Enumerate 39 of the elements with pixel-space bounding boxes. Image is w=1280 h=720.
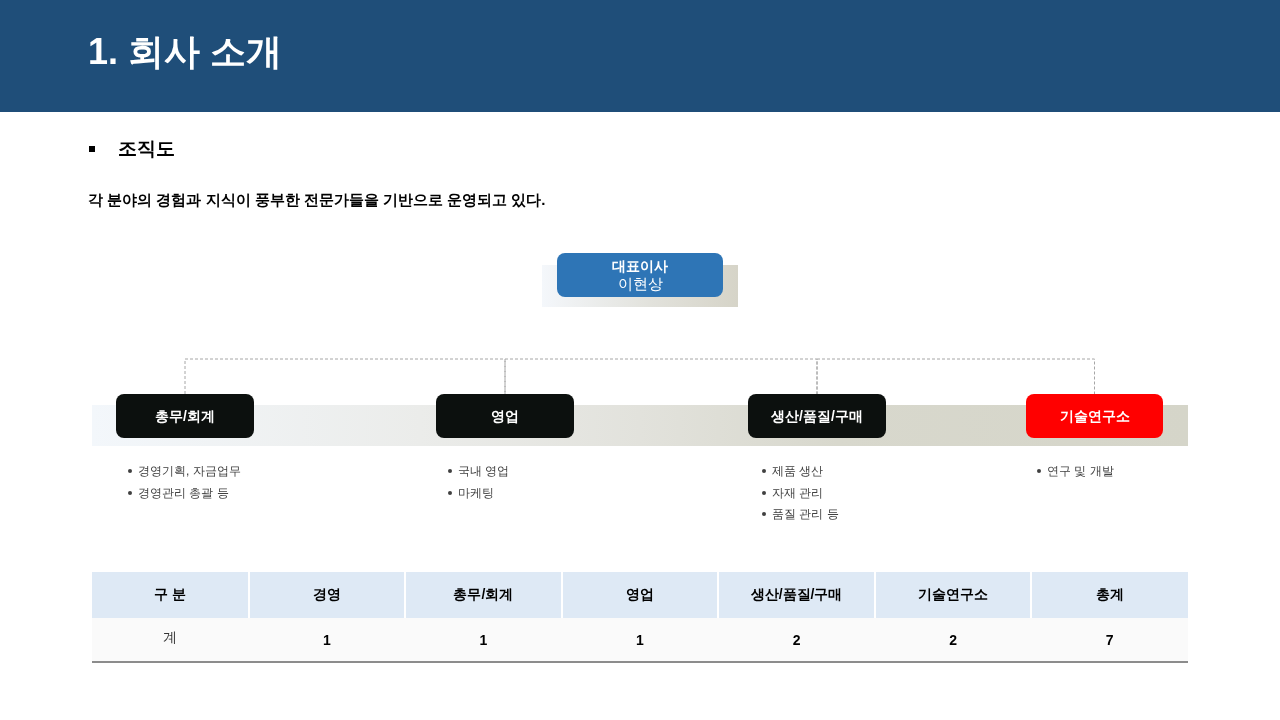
table-cell: 계 (92, 618, 249, 662)
org-box (748, 394, 886, 438)
bullet-item: 자재 관리 (772, 484, 824, 502)
bullet-item: 품질 관리 등 (772, 506, 839, 523)
header-cell: 경영 (249, 572, 405, 618)
table-cell: 1 (248, 618, 406, 662)
org-box (1026, 394, 1163, 438)
table-cell: 7 (1031, 618, 1188, 662)
header-cell: 총무/회계 (406, 572, 561, 618)
header-cell: 총계 (1032, 572, 1188, 618)
table-cell: 1 (561, 618, 719, 662)
header-cell: 영업 (562, 572, 718, 618)
table-cell: 2 (718, 618, 875, 662)
connector-line (504, 358, 818, 395)
header-cell: 구 분 (92, 572, 248, 618)
org-box (116, 394, 254, 438)
table-cell: 1 (405, 618, 562, 662)
box-label: 영업 (491, 407, 519, 425)
bullet-item: 연구 및 개발 (1047, 463, 1114, 480)
header-cell: 기술연구소 (875, 572, 1031, 618)
org-box (436, 394, 574, 438)
intro-text: 각 분야의 경험과 지식이 풍부한 전문가들을 기반으로 운영되고 있다. (88, 190, 546, 210)
role-title: 대표이사 (612, 257, 668, 275)
header-cell: 생산/품질/구매 (719, 572, 874, 618)
section-heading: 조직도 (118, 137, 175, 161)
bullet-item: 경영기획, 자금업무 (138, 463, 241, 480)
box-label: 생산/품질/구매 (771, 407, 863, 425)
person-name: 이현상 (617, 275, 663, 293)
bullet-item: 제품 생산 (772, 463, 824, 480)
connector-line (816, 358, 1095, 395)
box-label: 기술연구소 (1059, 407, 1130, 425)
page-title: 1. 회사 소개 (88, 30, 283, 74)
org-box (557, 253, 723, 297)
bullet-item: 국내 영업 (458, 463, 510, 480)
bullet-item: 경영관리 총괄 등 (138, 484, 229, 502)
connector-line (184, 358, 506, 395)
table-cell: 2 (874, 618, 1032, 662)
bullet-item: 마케팅 (458, 484, 494, 502)
box-label: 총무/회계 (155, 407, 215, 425)
